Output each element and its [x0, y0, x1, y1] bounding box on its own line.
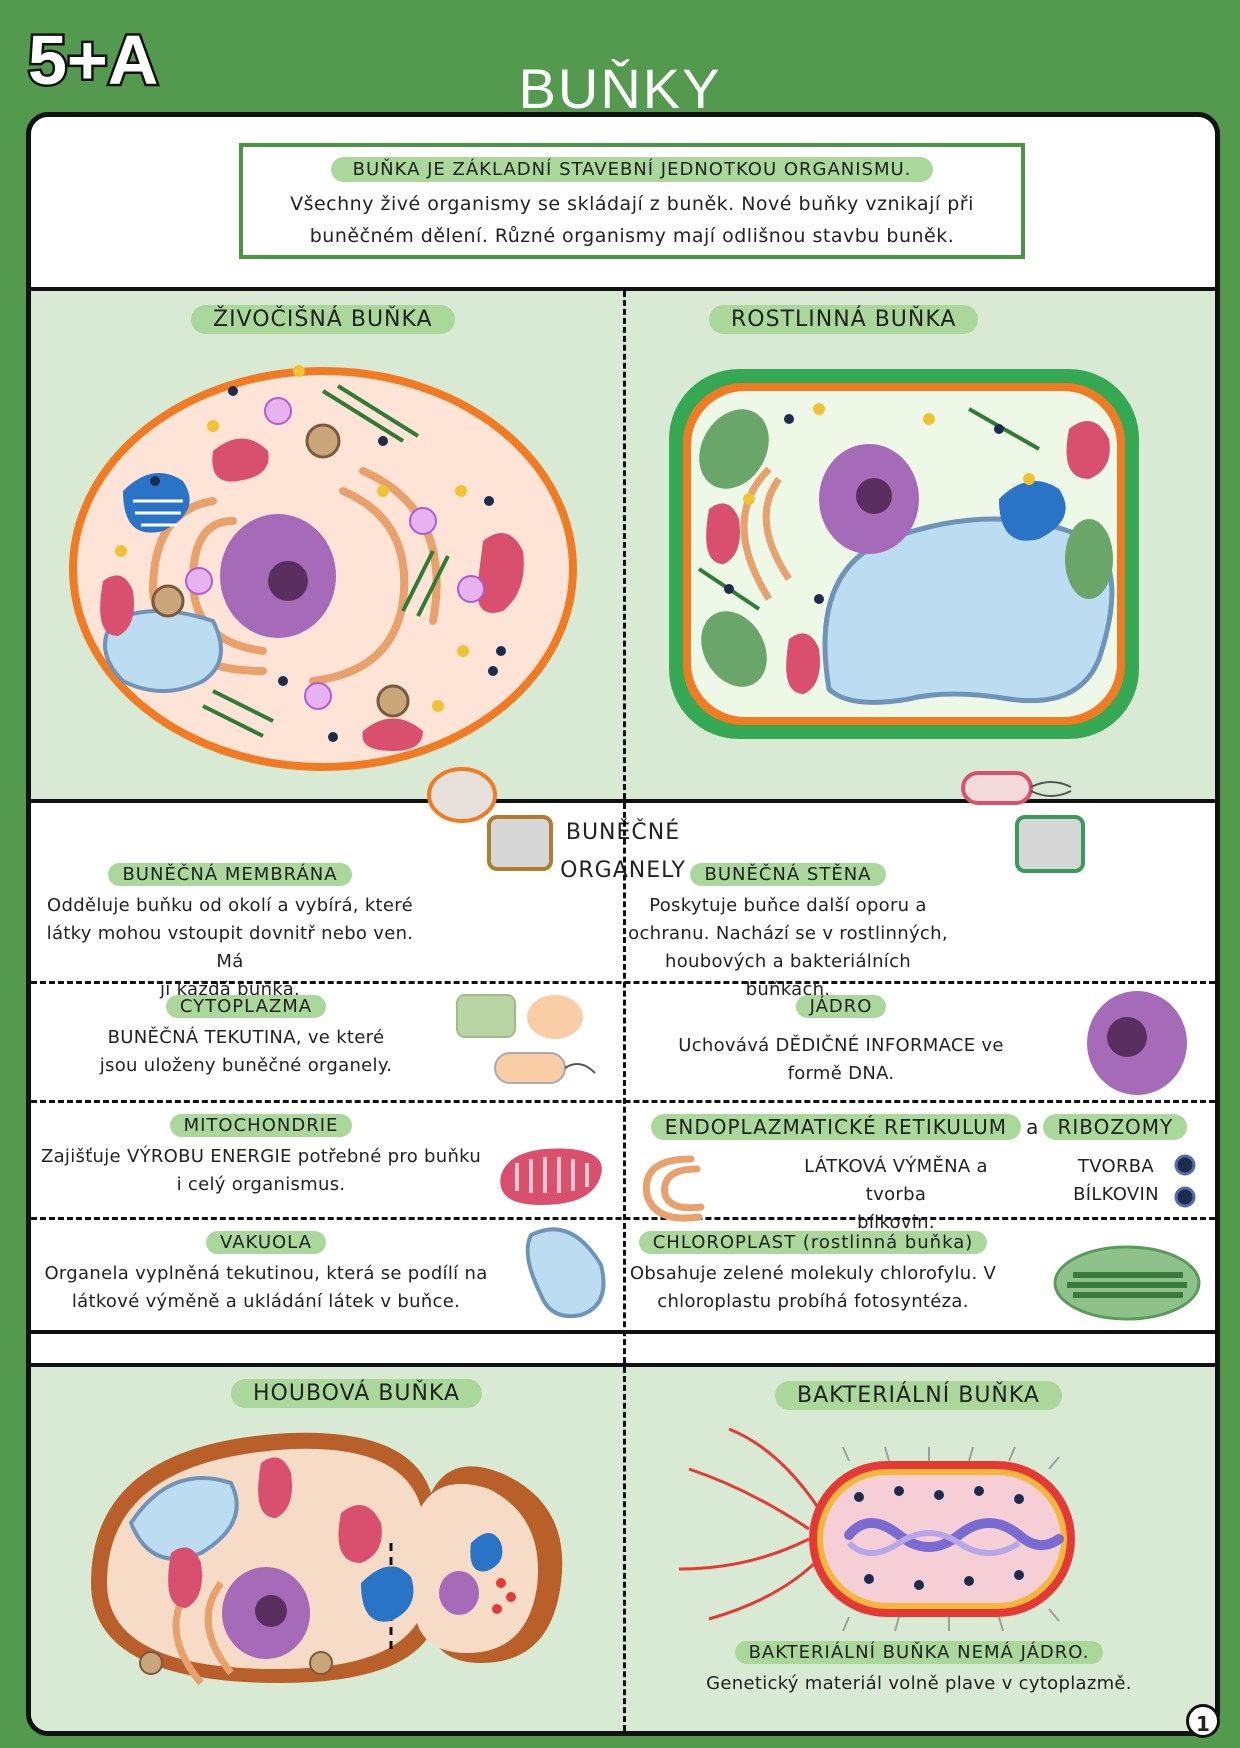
section-divider: [31, 1330, 1215, 1334]
fungal-cell-illustration: [91, 1432, 563, 1686]
mitochondria-card: MITOCHONDRIE Zajišťuje VÝROBU ENERGIE po…: [40, 1114, 482, 1195]
membrane-icon: [427, 767, 553, 871]
membrane-card: BUNĚČNÁ MEMBRÁNA Odděluje buňku od okolí…: [46, 863, 414, 1000]
ribosome-icon: [1174, 1154, 1196, 1208]
intro-line-2: buněčném dělení. Různé organismy mají od…: [309, 225, 955, 247]
cell-types-top: ŽIVOČIŠNÁ BUŇKA ROSTLINNÁ BUŇKA: [31, 287, 1215, 803]
intro-line-1: Všechny živé organismy se skládají z bun…: [290, 193, 974, 215]
mitochondria-icon: [500, 1148, 602, 1205]
content-sheet: BUŇKA JE ZÁKLADNÍ STAVEBNÍ JEDNOTKOU ORG…: [26, 112, 1220, 1736]
bacterial-note-text: Genetický materiál volně plave v cytopla…: [706, 1673, 1132, 1694]
wall-icon: [961, 771, 1085, 873]
nucleus-title: JÁDRO: [795, 995, 887, 1018]
ribosome-title: RIBOZOMY: [1043, 1114, 1188, 1140]
vacuole-icon: [525, 1227, 606, 1318]
logo: 5+A: [26, 19, 168, 102]
intro-box: BUŇKA JE ZÁKLADNÍ STAVEBNÍ JEDNOTKOU ORG…: [239, 143, 1025, 259]
cytoplasm-title: CYTOPLAZMA: [165, 995, 327, 1018]
er-icon: [642, 1155, 705, 1222]
vacuole-card: VAKUOLA Organela vyplněná tekutinou, kte…: [44, 1231, 488, 1312]
vacuole-title: VAKUOLA: [206, 1231, 326, 1254]
row-divider: [31, 1217, 1215, 1220]
wall-title: BUNĚČNÁ STĚNA: [690, 863, 886, 886]
fungal-cell-title: HOUBOVÁ BUŇKA: [231, 1379, 483, 1408]
animal-cell-title: ŽIVOČIŠNÁ BUŇKA: [191, 305, 455, 334]
logo-text: 5+A: [28, 21, 158, 99]
chloroplast-title: CHLOROPLAST (rostlinná buňka): [638, 1231, 988, 1254]
mitochondria-title: MITOCHONDRIE: [169, 1114, 353, 1137]
bacterial-cell-illustration: [678, 1427, 1075, 1632]
bacterial-cell-title: BAKTERIÁLNÍ BUŇKA: [775, 1381, 1062, 1410]
divider: [623, 291, 626, 799]
er-title: ENDOPLAZMATICKÉ RETIKULUM: [650, 1114, 1021, 1140]
membrane-title: BUNĚČNÁ MEMBRÁNA: [108, 863, 352, 886]
plant-cell-title: ROSTLINNÁ BUŇKA: [709, 305, 979, 334]
cell-types-bottom: HOUBOVÁ BUŇKA BAKTERIÁLNÍ BUŇKA: [31, 1363, 1215, 1731]
plant-cell-illustration: [669, 369, 1139, 739]
chloroplast-card: CHLOROPLAST (rostlinná buňka) Obsahuje z…: [629, 1231, 997, 1312]
cytoplasm-icon: [456, 994, 596, 1084]
animal-cell-illustration: [69, 365, 577, 771]
er-card: ENDOPLAZMATICKÉ RETIKULUM a RIBOZOMY: [623, 1114, 1215, 1140]
divider: [623, 1367, 626, 1731]
nucleus-icon: [1087, 991, 1187, 1095]
organelles-divider: [623, 803, 626, 1363]
page-number: 1: [1186, 1704, 1220, 1738]
row-divider: [31, 981, 1215, 984]
wall-card: BUNĚČNÁ STĚNA Poskytuje buňce další opor…: [628, 863, 948, 1000]
page-title: BUŇKY: [518, 56, 722, 120]
chloroplast-icon: [1053, 1245, 1201, 1321]
bacterial-note-title: BAKTERIÁLNÍ BUŇKA NEMÁ JÁDRO.: [734, 1641, 1104, 1664]
bacterial-note: BAKTERIÁLNÍ BUŇKA NEMÁ JÁDRO. Genetický …: [623, 1641, 1215, 1698]
row-divider: [31, 1100, 1215, 1103]
er-connector: a: [1026, 1115, 1039, 1139]
intro-heading: BUŇKA JE ZÁKLADNÍ STAVEBNÍ JEDNOTKOU ORG…: [330, 157, 934, 182]
